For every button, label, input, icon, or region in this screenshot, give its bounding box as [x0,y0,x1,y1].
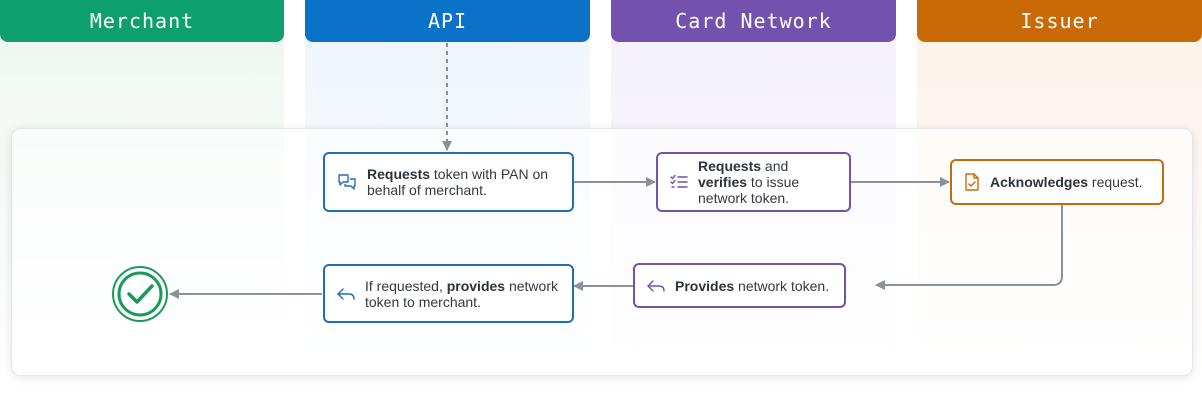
lane-header-merchant: Merchant [0,0,284,42]
arrow-issuer-to-network [875,205,1063,290]
checklist-icon [670,174,688,190]
chat-bubbles-icon [337,173,357,191]
network-provide-text: Provides network token. [675,277,830,294]
api-provide-step: If requested, provides network token to … [323,264,574,323]
lane-header-api: API [305,0,590,42]
lane-header-card-network: Card Network [611,0,896,42]
issuer-ack-text: Acknowledges request. [990,174,1143,190]
api-request-step: Requests token with PAN on behalf of mer… [323,152,574,212]
document-check-icon [964,173,980,191]
api-provide-text: If requested, provides network token to … [365,277,558,310]
issuer-ack-step: Acknowledges request. [950,159,1164,205]
lane-header-issuer: Issuer [917,0,1202,42]
network-verify-text: Requests and verifies to issue network t… [698,158,800,206]
network-verify-step: Requests and verifies to issue network t… [656,152,851,212]
network-provide-step: Provides network token. [633,263,846,308]
api-request-text: Requests token with PAN on behalf of mer… [367,166,549,198]
reply-arrow-icon [337,287,355,301]
reply-arrow-icon [647,279,665,293]
